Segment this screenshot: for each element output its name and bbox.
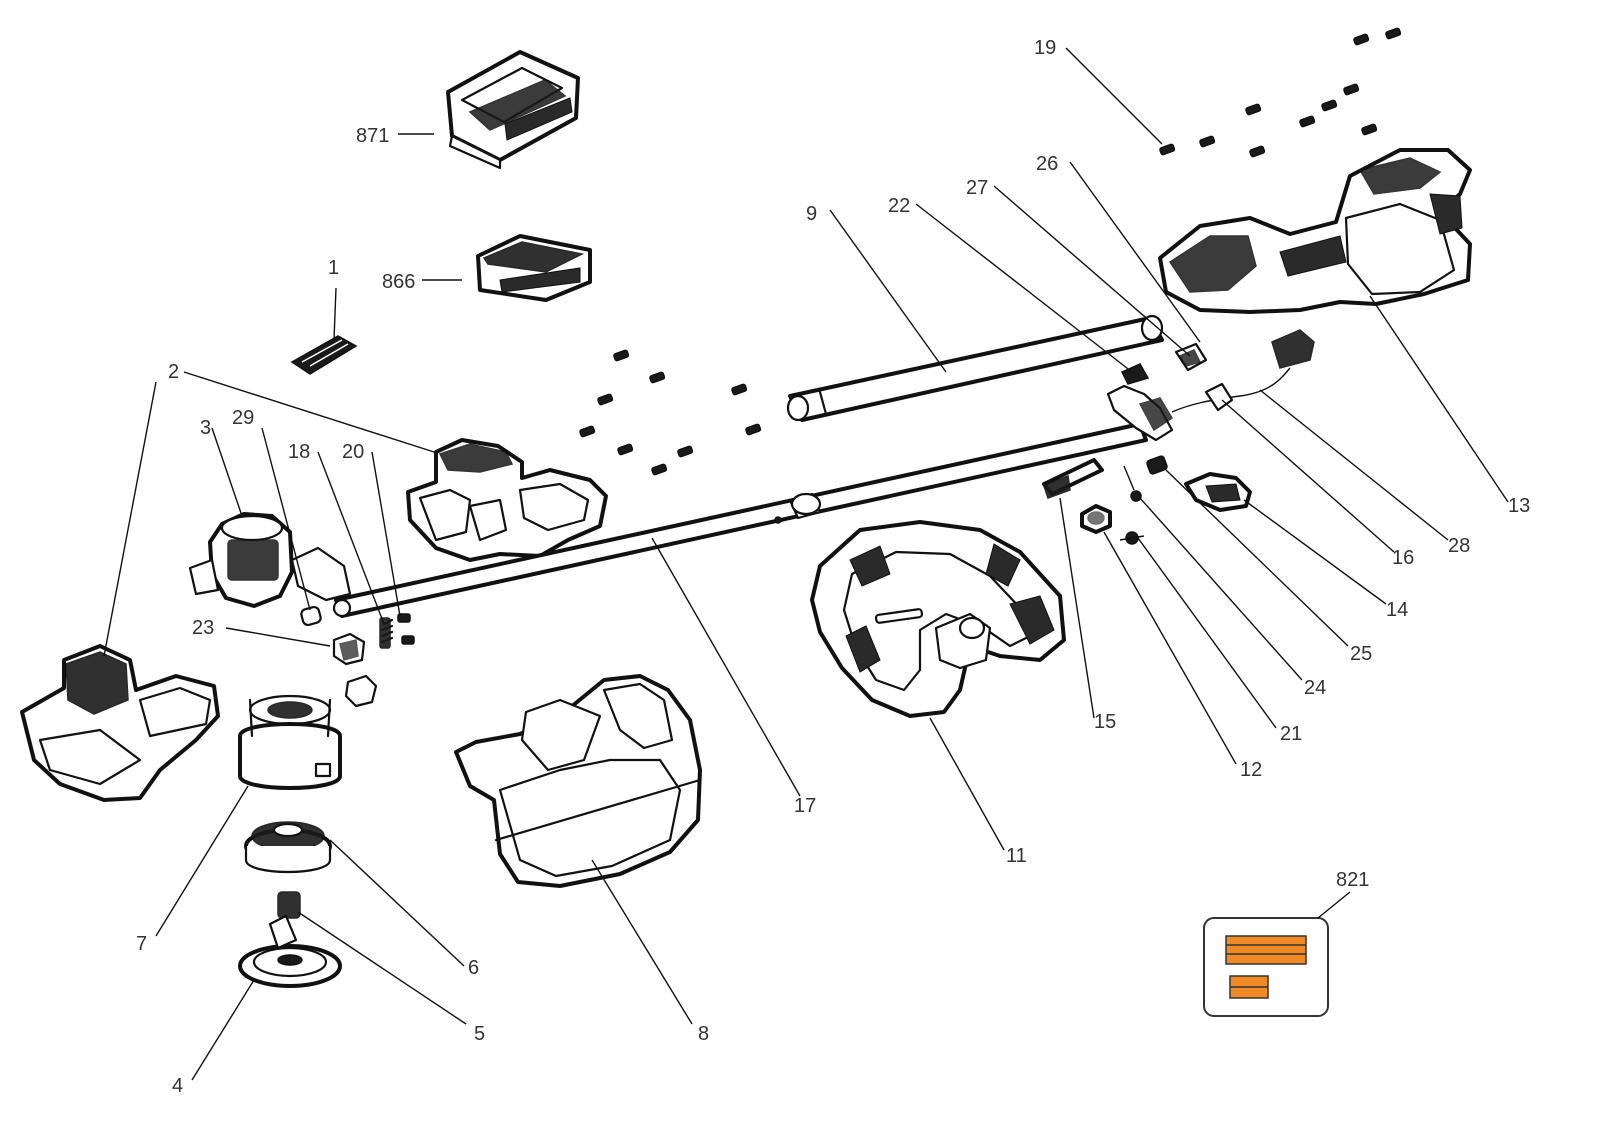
callout-23: 23 (192, 617, 214, 639)
part-11-assist-handle (810, 520, 1066, 718)
part-1-grip-pad (290, 335, 358, 375)
callout-14: 14 (1386, 599, 1408, 621)
part-19-screws (1159, 27, 1402, 158)
part-29-bushing (300, 605, 322, 627)
callout-19: 19 (1034, 37, 1056, 59)
callout-28: 28 (1448, 535, 1470, 557)
part-7-spool-housing (238, 694, 342, 790)
screws-center (579, 349, 762, 476)
callout-24: 24 (1304, 677, 1326, 699)
part-8-guard (454, 674, 702, 888)
callout-5: 5 (474, 1023, 485, 1045)
part-3-motor (188, 512, 352, 608)
part-866-battery-small (476, 234, 592, 302)
part-20-screws (397, 613, 415, 645)
callout-18: 18 (288, 441, 310, 463)
part-12-knob (1080, 504, 1112, 534)
part-17-lower-shaft (332, 422, 1148, 618)
callout-821: 821 (1336, 869, 1369, 891)
part-14-trigger (1184, 472, 1252, 512)
callout-16: 16 (1392, 547, 1414, 569)
part-871-battery-large (446, 50, 580, 170)
callout-13: 13 (1508, 495, 1530, 517)
callout-21: 21 (1280, 723, 1302, 745)
callout-17: 17 (794, 795, 816, 817)
callout-27: 27 (966, 177, 988, 199)
callout-12: 12 (1240, 759, 1262, 781)
part-28-switch (1171, 329, 1315, 413)
lower-head-housing (20, 644, 220, 802)
callout-25: 25 (1350, 643, 1372, 665)
part-6-spool (244, 821, 332, 874)
part-13-handle-housing (1158, 148, 1472, 314)
callout-20: 20 (342, 441, 364, 463)
part-15-lock-button (1042, 458, 1104, 499)
callout-22: 22 (888, 195, 910, 217)
part-9-upper-tube (786, 314, 1164, 422)
callout-26: 26 (1036, 153, 1058, 175)
callout-8: 8 (698, 1023, 709, 1045)
callout-15: 15 (1094, 711, 1116, 733)
part-4-cap (238, 914, 342, 988)
part-24-spring (1123, 465, 1142, 502)
callout-6: 6 (468, 957, 479, 979)
part-25-spring (1146, 455, 1168, 475)
callout-866: 866 (382, 271, 415, 293)
callout-1: 1 (328, 257, 339, 279)
callout-29: 29 (232, 407, 254, 429)
part-18-spring (379, 617, 394, 649)
callout-4: 4 (172, 1075, 183, 1097)
part-2-motor-housing (406, 438, 608, 562)
part-23-block (332, 632, 378, 708)
callout-871: 871 (356, 125, 389, 147)
leader-lines (103, 47, 1509, 1081)
callout-7: 7 (136, 933, 147, 955)
part-5-spring (277, 891, 301, 919)
switch-wiring-cluster (1106, 342, 1234, 442)
callout-11: 11 (1006, 845, 1027, 867)
callout-labels: 871 866 1 2 3 29 18 20 23 7 6 5 4 8 17 9… (136, 37, 1530, 1097)
callout-3: 3 (200, 417, 211, 439)
callout-9: 9 (806, 203, 817, 225)
callout-2: 2 (168, 361, 179, 383)
part-821-label (1203, 917, 1329, 1017)
